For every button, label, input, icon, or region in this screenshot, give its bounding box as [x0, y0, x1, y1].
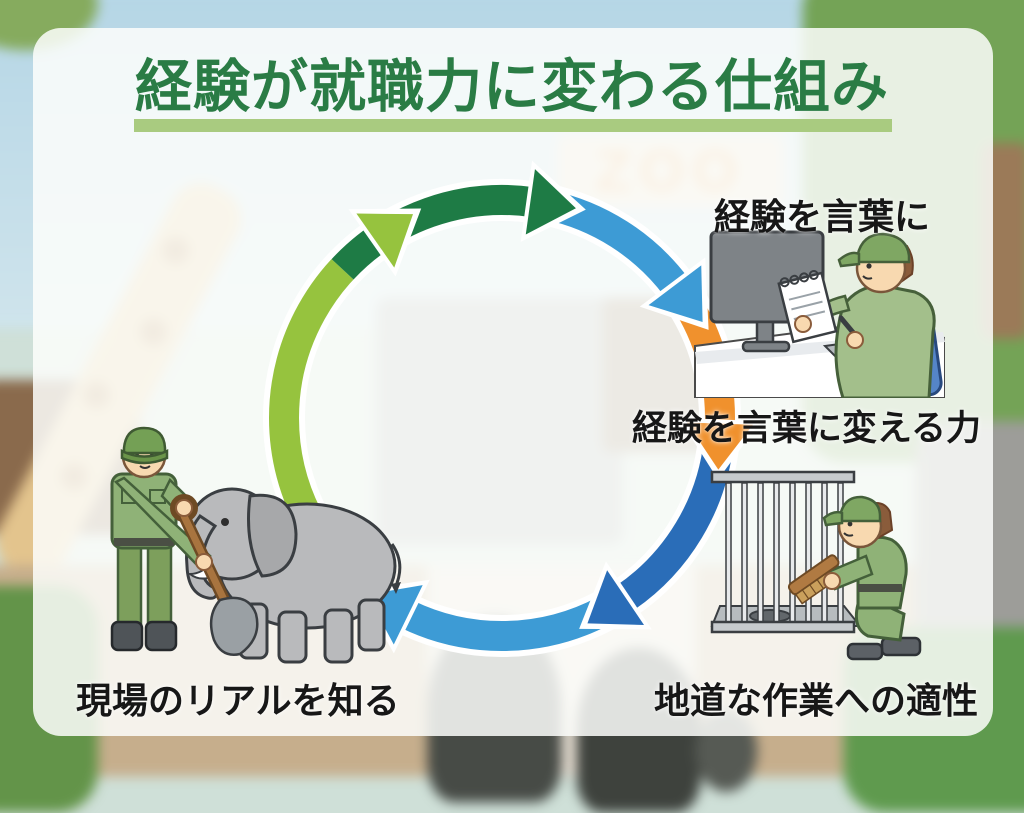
keeper-writing-notes-illustration: [694, 230, 945, 398]
keeper-writing: [777, 232, 936, 398]
boot-left: [110, 620, 144, 652]
hand: [823, 572, 841, 590]
green-cap: [822, 495, 882, 527]
shovel: [170, 494, 259, 656]
hand-on-shaft: [195, 553, 213, 571]
belt: [114, 538, 174, 546]
hand-right: [846, 331, 864, 349]
keeper-and-elephant-illustration: [110, 426, 402, 664]
hand-on-grip: [175, 499, 193, 517]
page-title: 経験が就職力に変わる仕組み: [135, 55, 889, 119]
eye: [221, 518, 229, 526]
boot-right: [144, 620, 178, 652]
belt: [858, 584, 902, 592]
ear: [247, 493, 298, 578]
cage: [710, 470, 863, 634]
label-step-experience-to-words: 経験を言葉に: [714, 196, 931, 237]
green-cap: [837, 232, 911, 268]
boot-front: [846, 642, 884, 661]
label-step-power-to-verbalize: 経験を言葉に変える力: [632, 409, 981, 448]
green-cap: [120, 426, 169, 465]
keeper-cleaning-cage-illustration: [710, 470, 922, 661]
notepad: [777, 269, 838, 344]
label-step-aptitude-for-steady-work: 地道な作業への適性: [654, 680, 979, 721]
keeper-kneeling: [787, 495, 922, 661]
puddle: [749, 609, 791, 623]
hand-left: [794, 315, 812, 333]
keeper-with-shovel: [110, 426, 259, 656]
label-step-know-the-field-reality: 現場のリアルを知る: [76, 680, 400, 721]
title-underline-bar: [134, 119, 892, 132]
